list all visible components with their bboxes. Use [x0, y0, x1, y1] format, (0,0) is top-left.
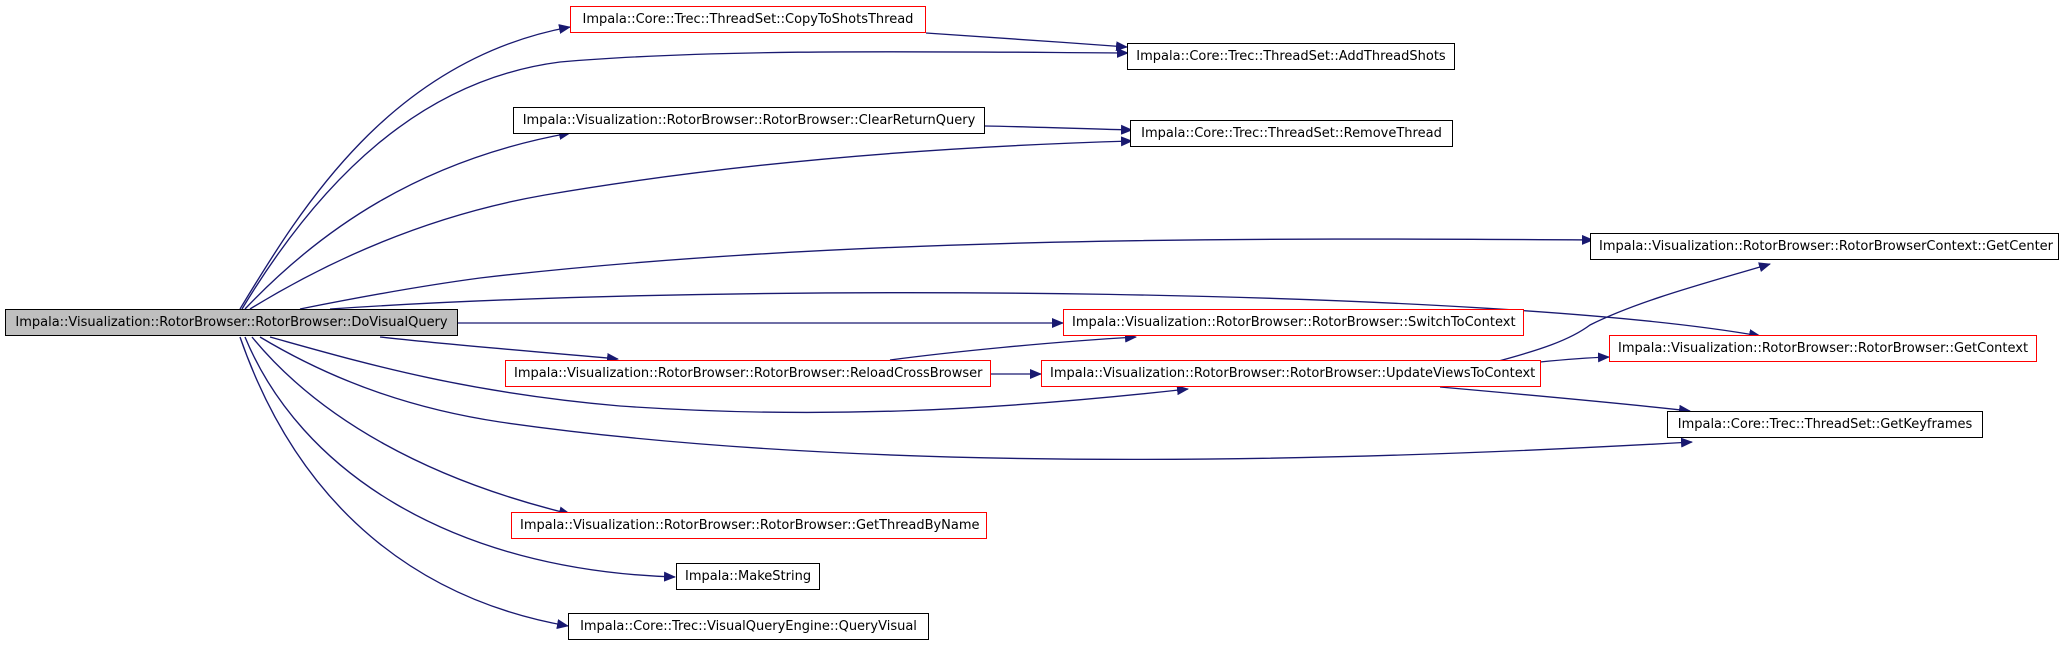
- node-get-context[interactable]: Impala::Visualization::RotorBrowser::Rot…: [1609, 335, 2037, 362]
- edge-update-views-to-context-to-get-center: [1494, 262, 1771, 363]
- edge-do-visual-query-to-copy-to-shots-thread: [239, 24, 571, 310]
- node-query-visual[interactable]: Impala::Core::Trec::VisualQueryEngine::Q…: [568, 613, 929, 640]
- node-make-string-label: Impala::MakeString: [685, 569, 812, 584]
- node-update-views-to-context-label: Impala::Visualization::RotorBrowser::Rot…: [1050, 366, 1536, 381]
- edge-do-visual-query-to-query-visual: [239, 336, 569, 630]
- node-add-thread-shots[interactable]: Impala::Core::Trec::ThreadSet::AddThread…: [1127, 43, 1455, 70]
- node-reload-cross-browser[interactable]: Impala::Visualization::RotorBrowser::Rot…: [505, 360, 991, 387]
- node-get-context-label: Impala::Visualization::RotorBrowser::Rot…: [1618, 341, 2029, 356]
- node-copy-to-shots-thread[interactable]: Impala::Core::Trec::ThreadSet::CopyToSho…: [570, 6, 926, 33]
- node-get-center-label: Impala::Visualization::RotorBrowser::Rot…: [1599, 239, 2054, 254]
- node-get-keyframes-label: Impala::Core::Trec::ThreadSet::GetKeyfra…: [1677, 417, 1973, 432]
- node-copy-to-shots-thread-label: Impala::Core::Trec::ThreadSet::CopyToSho…: [582, 12, 914, 27]
- node-do-visual-query[interactable]: Impala::Visualization::RotorBrowser::Rot…: [5, 309, 458, 336]
- edge-do-visual-query-to-reload-cross-browser: [379, 336, 619, 363]
- node-update-views-to-context[interactable]: Impala::Visualization::RotorBrowser::Rot…: [1041, 360, 1541, 387]
- node-switch-to-context[interactable]: Impala::Visualization::RotorBrowser::Rot…: [1063, 309, 1524, 336]
- edge-do-visual-query-to-add-thread-shots: [241, 47, 1129, 310]
- node-clear-return-query-label: Impala::Visualization::RotorBrowser::Rot…: [522, 113, 976, 128]
- edge-do-visual-query-to-get-thread-by-name: [251, 336, 571, 517]
- node-get-keyframes[interactable]: Impala::Core::Trec::ThreadSet::GetKeyfra…: [1667, 411, 1983, 438]
- edge-do-visual-query-to-get-keyframes: [259, 336, 1693, 461]
- edge-copy-to-shots-thread-to-add-thread-shots: [925, 32, 1128, 52]
- node-remove-thread-label: Impala::Core::Trec::ThreadSet::RemoveThr…: [1141, 126, 1442, 141]
- edge-clear-return-query-to-remove-thread: [984, 124, 1133, 135]
- node-switch-to-context-label: Impala::Visualization::RotorBrowser::Rot…: [1072, 315, 1516, 330]
- edge-do-visual-query-to-update-views-to-context: [269, 336, 1189, 414]
- edge-update-views-to-context-to-get-keyframes: [1439, 386, 1691, 415]
- node-get-thread-by-name-label: Impala::Visualization::RotorBrowser::Rot…: [520, 518, 980, 533]
- edge-update-views-to-context-to-get-context: [1539, 352, 1610, 363]
- node-get-center[interactable]: Impala::Visualization::RotorBrowser::Rot…: [1590, 233, 2059, 260]
- edge-do-visual-query-to-get-context: [329, 292, 1761, 340]
- node-query-visual-label: Impala::Core::Trec::VisualQueryEngine::Q…: [580, 619, 917, 634]
- node-do-visual-query-label: Impala::Visualization::RotorBrowser::Rot…: [15, 315, 448, 330]
- node-clear-return-query[interactable]: Impala::Visualization::RotorBrowser::Rot…: [513, 107, 985, 134]
- edge-reload-cross-browser-to-switch-to-context: [889, 332, 1137, 361]
- node-add-thread-shots-label: Impala::Core::Trec::ThreadSet::AddThread…: [1136, 49, 1446, 64]
- node-get-thread-by-name[interactable]: Impala::Visualization::RotorBrowser::Rot…: [511, 512, 987, 539]
- node-reload-cross-browser-label: Impala::Visualization::RotorBrowser::Rot…: [514, 366, 983, 381]
- edge-do-visual-query-to-make-string: [244, 336, 676, 582]
- edge-do-visual-query-to-remove-thread: [249, 136, 1133, 310]
- edge-do-visual-query-to-clear-return-query: [244, 130, 571, 310]
- edge-do-visual-query-to-get-center: [299, 234, 1594, 310]
- node-remove-thread[interactable]: Impala::Core::Trec::ThreadSet::RemoveThr…: [1130, 120, 1453, 147]
- node-make-string[interactable]: Impala::MakeString: [676, 563, 820, 590]
